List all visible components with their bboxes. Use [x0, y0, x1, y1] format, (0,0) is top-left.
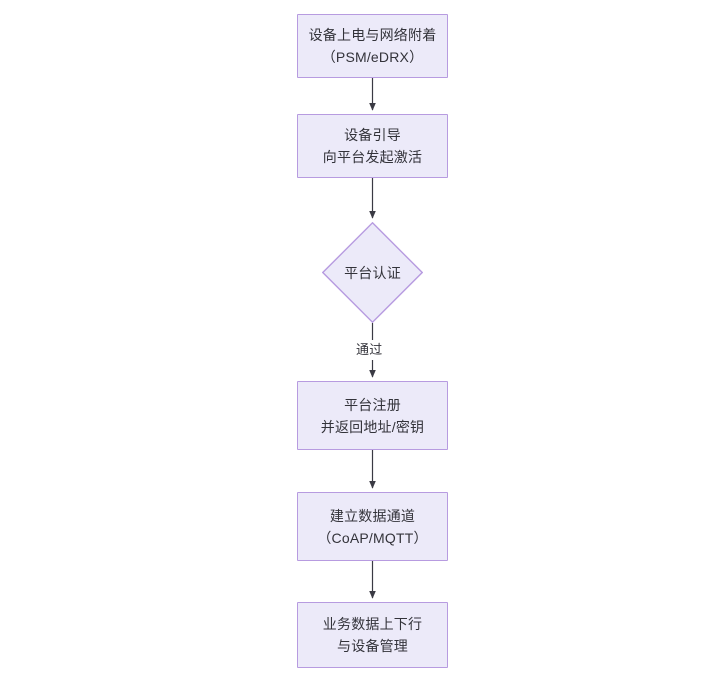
node-label: 平台注册 并返回地址/密钥 — [320, 396, 425, 435]
node-service-data-and-management[interactable]: 业务数据上下行 与设备管理 — [297, 602, 448, 668]
node-label: 平台认证 — [344, 264, 401, 281]
node-label: 设备引导 向平台发起激活 — [322, 127, 423, 165]
edge-label-text: 通过 — [356, 342, 383, 357]
node-device-bootstrap[interactable]: 设备引导 向平台发起激活 — [297, 114, 448, 178]
diamond-shape — [322, 222, 423, 323]
node-establish-data-channel[interactable]: 建立数据通道 （CoAP/MQTT） — [297, 492, 448, 561]
node-device-power-on[interactable]: 设备上电与网络附着 （PSM/eDRX） — [297, 14, 448, 78]
node-label: 建立数据通道 （CoAP/MQTT） — [317, 507, 428, 546]
edge-label-pass: 通过 — [353, 340, 386, 360]
node-label: 设备上电与网络附着 （PSM/eDRX） — [308, 27, 437, 65]
node-platform-registration[interactable]: 平台注册 并返回地址/密钥 — [297, 381, 448, 450]
node-platform-authentication[interactable]: 平台认证 — [322, 222, 423, 323]
node-label: 业务数据上下行 与设备管理 — [322, 616, 423, 654]
